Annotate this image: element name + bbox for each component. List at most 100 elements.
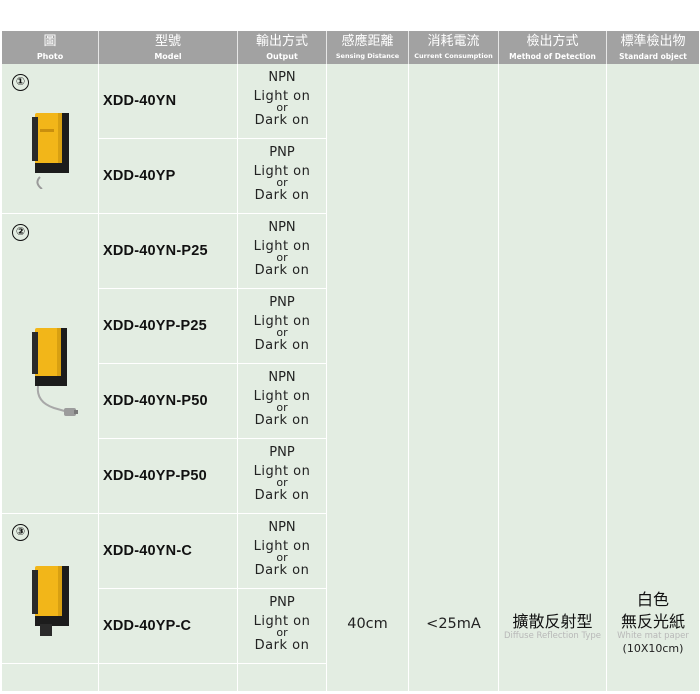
- header-photo-en: Photo: [36, 52, 64, 61]
- model-cell: XDD-40YN-P50: [99, 364, 238, 439]
- output-or: or: [276, 251, 288, 264]
- model-name: XDD-40YN-P50: [103, 393, 208, 409]
- model-cell: XDD-40YN-C: [99, 514, 238, 589]
- header-standard-en: Standard object: [619, 52, 687, 61]
- output-or: or: [276, 551, 288, 564]
- group-number-2: ②: [12, 224, 29, 241]
- header-method: 檢出方式 Method of Detection: [499, 31, 607, 64]
- output-or: or: [276, 326, 288, 339]
- output-cell: PNP Light on or Dark on: [238, 589, 327, 664]
- output-type: NPN: [268, 520, 296, 535]
- output-cell: PNP Light on or Dark on: [238, 289, 327, 364]
- header-method-en: Method of Detection: [509, 52, 596, 61]
- model-name: XDD-40YP-P25: [103, 318, 207, 334]
- model-name: XDD-40YP: [103, 168, 176, 184]
- model-cell-partial: [99, 664, 238, 694]
- sensing-distance-cell: 40cm: [327, 64, 409, 694]
- method-zh: 擴散反射型: [512, 612, 593, 631]
- header-output-zh: 輸出方式: [255, 34, 308, 49]
- output-type: NPN: [268, 220, 296, 235]
- current-value: <25mA: [426, 616, 481, 632]
- header-sensing-zh: 感應距離: [341, 34, 394, 49]
- output-type: PNP: [269, 145, 295, 160]
- output-cell: NPN Light on or Dark on: [238, 514, 327, 589]
- output-dark-on: Dark on: [254, 563, 310, 578]
- header-photo: 圖 Photo: [2, 31, 99, 64]
- output-type: NPN: [268, 370, 296, 385]
- output-cell: NPN Light on or Dark on: [238, 214, 327, 289]
- output-light-on: Light on: [253, 239, 311, 254]
- header-current-en: Current Consumption: [414, 52, 493, 60]
- standard-object-cell: 白色 無反光紙 White mat paper (10X10cm): [607, 64, 699, 694]
- model-cell: XDD-40YP-C: [99, 589, 238, 664]
- output-light-on: Light on: [253, 389, 311, 404]
- current-cell: <25mA: [409, 64, 499, 694]
- header-model: 型號 Model: [99, 31, 238, 64]
- output-light-on: Light on: [253, 614, 311, 629]
- method-cell: 擴散反射型 Diffuse Reflection Type: [499, 64, 607, 694]
- photo-group-4: [2, 664, 99, 694]
- sensing-distance-value: 40cm: [347, 616, 388, 632]
- header-current: 消耗電流 Current Consumption: [409, 31, 499, 64]
- model-name: XDD-40YP-P50: [103, 468, 207, 484]
- header-sensing-en: Sensing Distance: [335, 52, 400, 60]
- model-cell: XDD-40YP-P25: [99, 289, 238, 364]
- model-cell: XDD-40YN: [99, 64, 238, 139]
- sensor-photo-3-icon: [32, 566, 69, 636]
- header-standard-zh: 標準檢出物: [620, 34, 686, 49]
- output-type: PNP: [269, 295, 295, 310]
- standard-object-zh1: 白色: [636, 590, 669, 609]
- output-cell: PNP Light on or Dark on: [238, 439, 327, 514]
- standard-object-size: (10X10cm): [622, 642, 684, 655]
- output-dark-on: Dark on: [254, 488, 310, 503]
- group-number-1: ①: [12, 74, 29, 91]
- output-dark-on: Dark on: [254, 338, 310, 353]
- output-type: PNP: [269, 445, 295, 460]
- method-en: Diffuse Reflection Type: [503, 631, 602, 641]
- header-current-zh: 消耗電流: [427, 34, 480, 49]
- header-method-zh: 檢出方式: [526, 34, 579, 49]
- header-model-en: Model: [154, 52, 182, 61]
- model-name: XDD-40YN-P25: [103, 243, 208, 259]
- model-cell: XDD-40YN-P25: [99, 214, 238, 289]
- output-light-on: Light on: [253, 539, 311, 554]
- header-output-en: Output: [266, 52, 298, 61]
- header-output: 輸出方式 Output: [238, 31, 327, 64]
- output-type: NPN: [268, 70, 296, 85]
- header-model-zh: 型號: [154, 34, 181, 49]
- sensor-photo-1-icon: [32, 113, 69, 189]
- standard-object-zh2: 無反光紙: [620, 612, 685, 631]
- output-type: PNP: [269, 595, 295, 610]
- header-sensing-distance: 感應距離 Sensing Distance: [327, 31, 409, 64]
- output-light-on: Light on: [253, 464, 311, 479]
- output-or: or: [276, 476, 288, 489]
- output-cell: NPN Light on or Dark on: [238, 64, 327, 139]
- standard-object-en: White mat paper: [617, 631, 689, 641]
- output-cell: PNP Light on or Dark on: [238, 139, 327, 214]
- output-dark-on: Dark on: [254, 113, 310, 128]
- output-dark-on: Dark on: [254, 413, 310, 428]
- output-or: or: [276, 101, 288, 114]
- output-dark-on: Dark on: [254, 638, 310, 653]
- model-cell: XDD-40YP-P50: [99, 439, 238, 514]
- header-photo-zh: 圖: [43, 34, 57, 49]
- output-dark-on: Dark on: [254, 188, 310, 203]
- photo-group-1: ①: [2, 64, 99, 214]
- sensor-photo-2-icon: [32, 328, 78, 416]
- model-name: XDD-40YP-C: [103, 618, 192, 634]
- photo-group-3: ③: [2, 514, 99, 664]
- header-standard-object: 標準檢出物 Standard object: [607, 31, 699, 64]
- model-name: XDD-40YN-C: [103, 543, 193, 559]
- output-cell: NPN Light on or Dark on: [238, 364, 327, 439]
- model-name: XDD-40YN: [103, 93, 177, 109]
- spec-table: 圖 Photo 型號 Model 輸出方式 Output 感應距離 Sensin…: [2, 31, 699, 694]
- output-dark-on: Dark on: [254, 263, 310, 278]
- output-light-on: Light on: [253, 89, 311, 104]
- output-or: or: [276, 401, 288, 414]
- output-light-on: Light on: [253, 164, 311, 179]
- output-or: or: [276, 626, 288, 639]
- output-or: or: [276, 176, 288, 189]
- output-light-on: Light on: [253, 314, 311, 329]
- model-cell: XDD-40YP: [99, 139, 238, 214]
- output-cell-partial: [238, 664, 327, 694]
